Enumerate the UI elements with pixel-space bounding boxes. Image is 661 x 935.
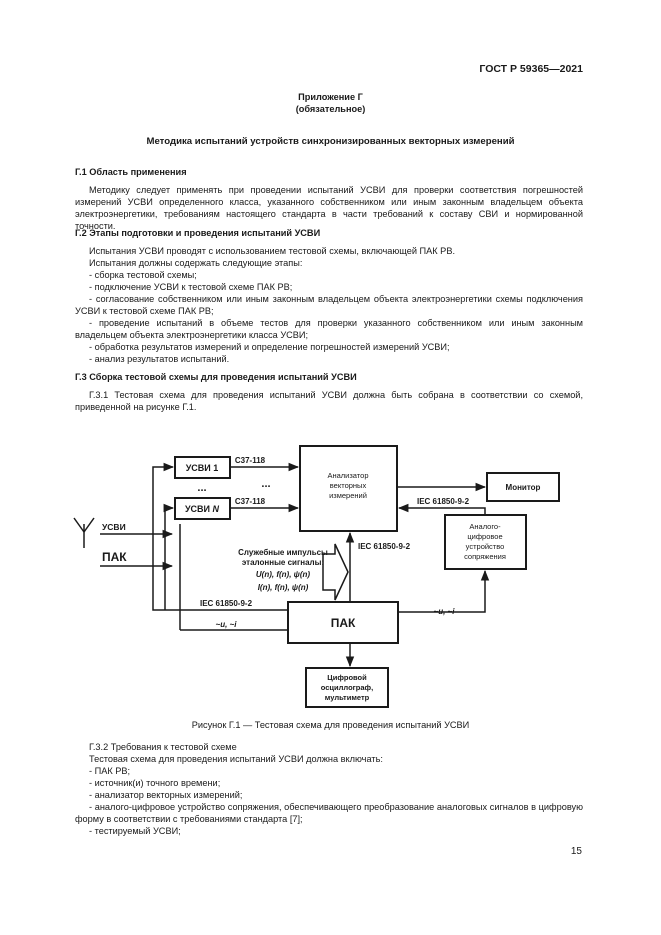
section3-paragraph: Г.3.1 Тестовая схема для проведения испы… bbox=[75, 390, 583, 412]
section2-item5: - обработка результатов измерений и опре… bbox=[89, 342, 450, 352]
section1-paragraph: Методику следует применять при проведени… bbox=[75, 185, 583, 231]
appendix-subtitle: (обязательное) bbox=[295, 104, 366, 114]
oscilloscope-label-2: осциллограф, bbox=[321, 683, 373, 692]
section2-intro1: Испытания УСВИ проводят с использованием… bbox=[89, 246, 455, 256]
c37-label-1: C37-118 bbox=[235, 456, 266, 465]
appendix-title: Приложение Г bbox=[298, 92, 363, 102]
section32-item4: - аналого-цифровое устройство сопряжения… bbox=[75, 802, 583, 824]
adc-label-4: сопряжения bbox=[464, 552, 506, 561]
monitor-label: Монитор bbox=[506, 483, 541, 492]
section32-heading: Г.3.2 Требования к тестовой схеме bbox=[89, 742, 237, 752]
section32-item1: - ПАК РВ; bbox=[89, 766, 131, 776]
section32-item5: - тестируемый УСВИ; bbox=[89, 826, 181, 836]
antenna-arm-left bbox=[73, 517, 85, 533]
section2-item2: - подключение УСВИ к тестовой схеме ПАК … bbox=[89, 282, 293, 292]
usvi-dots-left: ... bbox=[197, 482, 206, 494]
usvi1-label: УСВИ 1 bbox=[186, 463, 219, 473]
main-title: Методика испытаний устройств синхронизир… bbox=[146, 136, 515, 147]
page-number: 15 bbox=[570, 846, 582, 857]
analyzer-label-3: измерений bbox=[329, 491, 367, 500]
antenna-arm-right bbox=[83, 517, 95, 533]
adc-to-analyzer-arrow bbox=[397, 503, 486, 515]
adc-label-1: Аналого- bbox=[469, 522, 501, 531]
section2-item6: - анализ результатов испытаний. bbox=[89, 354, 230, 364]
section32-item2: - источник(и) точного времени; bbox=[89, 778, 221, 788]
service-formula-i: I(n), f(n), ψ(n) bbox=[258, 583, 309, 592]
usvin-label: УСВИ N bbox=[185, 504, 220, 514]
signal-label-left: ~u, ~i bbox=[216, 620, 238, 629]
section32-intro: Тестовая схема для проведения испытаний … bbox=[89, 754, 383, 764]
c37-label-2: C37-118 bbox=[235, 497, 266, 506]
service-formula-u: U(n), f(n), ψ(n) bbox=[256, 570, 310, 579]
section2-item1: - сборка тестовой схемы; bbox=[89, 270, 197, 280]
adc-label-3: устройство bbox=[466, 542, 505, 551]
antenna-pak-label: ПАК bbox=[102, 550, 127, 564]
analyzer-label-1: Анализатор bbox=[327, 471, 368, 480]
pak-to-usvi1-line bbox=[152, 462, 288, 611]
monitor-box bbox=[486, 472, 560, 502]
oscilloscope-label-1: Цифровой bbox=[327, 673, 367, 682]
section2-item3: - согласование собственником или иным за… bbox=[75, 294, 583, 316]
standard-number: ГОСТ Р 59365—2021 bbox=[479, 63, 583, 75]
adc-label-2: цифровое bbox=[467, 532, 502, 541]
iec-label-mid: IEC 61850-9-2 bbox=[358, 542, 411, 551]
section2-heading: Г.2 Этапы подготовки и проведения испыта… bbox=[75, 228, 321, 238]
pak-box bbox=[287, 601, 399, 644]
iec-label-top: IEC 61850-9-2 bbox=[417, 497, 470, 506]
oscilloscope-label-3: мультиметр bbox=[325, 693, 370, 702]
usvi-dots-right: ... bbox=[261, 478, 270, 490]
service-signals-block-arrow bbox=[322, 543, 349, 601]
pak-box-label: ПАК bbox=[331, 616, 356, 630]
section3-heading: Г.3 Сборка тестовой схемы для проведения… bbox=[75, 372, 357, 382]
section32-item3: - анализатор векторных измерений; bbox=[89, 790, 243, 800]
signal-label-right: ~u, ~i bbox=[434, 607, 456, 616]
oscilloscope-box bbox=[305, 667, 389, 708]
iec-label-bottom: IEC 61850-9-2 bbox=[200, 599, 253, 608]
analyzer-box bbox=[299, 445, 398, 532]
section2-intro2: Испытания должны содержать следующие эта… bbox=[89, 258, 303, 268]
service-label-2: эталонные сигналы: bbox=[242, 558, 324, 567]
figure-caption: Рисунок Г.1 — Тестовая схема для проведе… bbox=[191, 720, 470, 730]
analyzer-label-2: векторных bbox=[330, 481, 367, 490]
section2-item4: - проведение испытаний в объеме тестов д… bbox=[75, 318, 583, 340]
pak-to-adc-arrow bbox=[398, 569, 490, 613]
antenna-usvi-label: УСВИ bbox=[102, 522, 126, 532]
pak-to-usvin-line bbox=[163, 503, 175, 610]
service-label-1: Служебные импульсы bbox=[238, 548, 328, 557]
section1-heading: Г.1 Область применения bbox=[75, 167, 187, 177]
